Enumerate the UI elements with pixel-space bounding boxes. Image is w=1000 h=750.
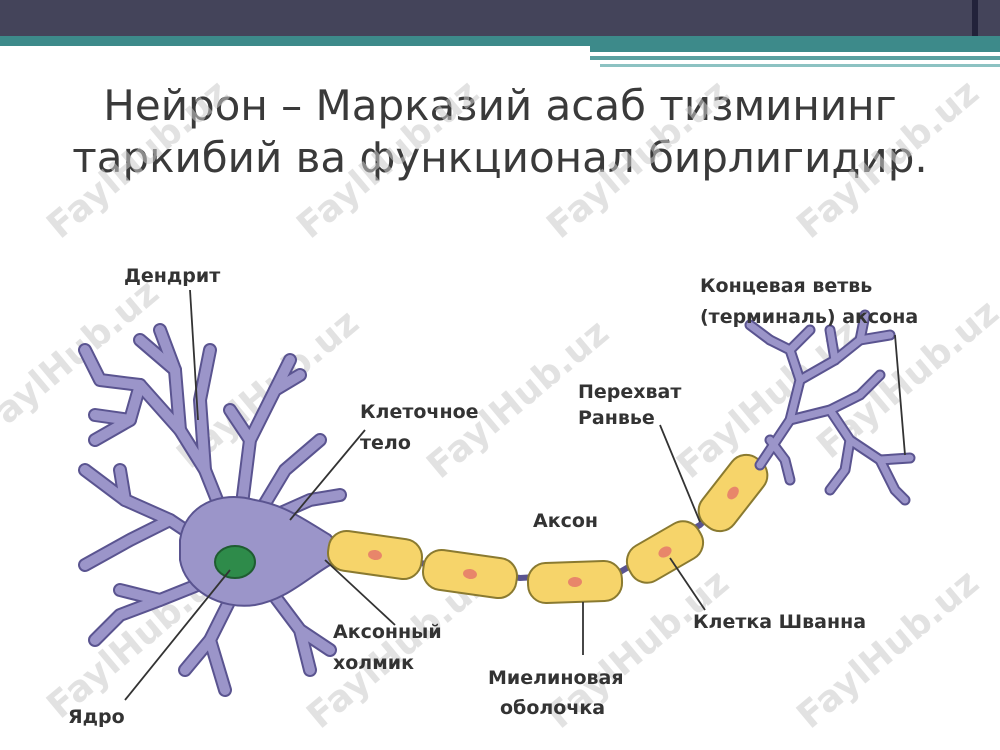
label-schwann: Клетка Шванна — [693, 611, 866, 633]
label-ranvier: Перехват — [578, 381, 681, 403]
leader-ranvier — [659, 424, 701, 523]
watermark: FaylHub.uz — [539, 72, 736, 247]
label-dendrite: Дендрит — [124, 265, 220, 287]
label-myelin: Миелиновая — [488, 667, 624, 689]
label-myelin: оболочка — [500, 697, 605, 719]
header-stripe — [590, 46, 1000, 52]
header-notch — [972, 0, 978, 36]
label-ranvier: Ранвье — [578, 407, 655, 429]
label-terminal: Концевая ветвь — [700, 275, 872, 297]
watermark: FaylHub.uz — [789, 72, 986, 247]
label-axon-hillock: холмик — [333, 652, 414, 674]
title-line-1: Нейрон – Марказий асаб тизмининг — [103, 81, 897, 130]
leader-lines — [124, 289, 906, 701]
labels: Дендрит Клеточное тело Аксонный холмик Я… — [68, 265, 918, 728]
label-terminal: (терминаль) аксона — [700, 306, 918, 328]
label-axon: Аксон — [533, 510, 598, 532]
schwann-nucleus — [727, 486, 739, 500]
label-cell-body: тело — [360, 432, 411, 454]
schwann-nucleus — [658, 546, 672, 558]
leader-terminal — [894, 334, 906, 456]
slide-header-bar — [0, 0, 1000, 67]
header-stripe — [600, 64, 1000, 67]
schwann-nucleus — [568, 576, 582, 588]
title-line-2: таркибий ва функционал бирлигидир. — [72, 133, 928, 182]
dendrites — [78, 323, 347, 697]
nucleus — [214, 545, 256, 579]
leader-nucleus — [124, 569, 231, 701]
leader-dendrite — [189, 289, 199, 421]
header-stripe — [590, 56, 1000, 60]
label-cell-body: Клеточное — [360, 401, 479, 423]
leader-cell-body — [289, 429, 366, 521]
leader-schwann — [669, 557, 706, 611]
watermark: FaylHub.uz — [39, 72, 236, 247]
header-teal-band — [0, 36, 1000, 46]
slide-title: Нейрон – Марказий асаб тизмининг таркиби… — [0, 80, 1000, 184]
label-nucleus: Ядро — [68, 706, 125, 728]
schwann-nucleus — [463, 568, 477, 580]
cell-body — [179, 495, 339, 607]
leader-axon-hillock — [324, 559, 396, 626]
label-axon-hillock: Аксонный — [333, 621, 442, 643]
axon-terminals — [744, 309, 916, 506]
watermark: FaylHub.uz — [289, 72, 486, 247]
myelin-sheath — [327, 453, 769, 605]
watermark: FaylHub.uz — [789, 562, 986, 737]
schwann-nucleus — [368, 549, 382, 561]
